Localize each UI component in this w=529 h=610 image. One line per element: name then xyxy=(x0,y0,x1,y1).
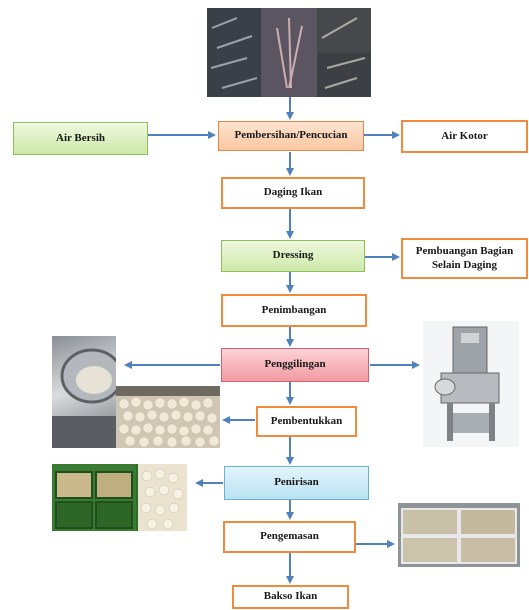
step-pembersihan: Pembersihan/Pencucian xyxy=(218,121,364,151)
step-daging-ikan-label: Daging Ikan xyxy=(263,186,323,199)
meatballs-tray-photo xyxy=(116,386,220,448)
step-pembentukkan-label: Pembentukkan xyxy=(270,414,343,427)
step-penirisan-label: Penirisan xyxy=(274,476,319,489)
step-penggilingan: Penggilingan xyxy=(221,348,369,382)
step-dressing-label: Dressing xyxy=(272,249,314,262)
step-penimbangan: Penimbangan xyxy=(221,294,367,327)
step-bakso-ikan: Bakso Ikan xyxy=(232,585,349,609)
step-air-bersih-label: Air Bersih xyxy=(56,131,105,144)
step-bakso-ikan-label: Bakso Ikan xyxy=(263,590,318,603)
step-pembersihan-label: Pembersihan/Pencucian xyxy=(234,129,348,142)
step-dressing: Dressing xyxy=(221,240,365,272)
step-penimbangan-label: Penimbangan xyxy=(261,303,327,316)
step-pengemasan-label: Pengemasan xyxy=(260,530,319,543)
grinder-bowl-photo xyxy=(52,336,116,448)
step-pembuangan-label: Pembuangan Bagian Selain Daging xyxy=(415,244,514,271)
packaging-photo xyxy=(398,503,520,567)
step-daging-ikan: Daging Ikan xyxy=(221,177,365,209)
step-pengemasan: Pengemasan xyxy=(223,521,356,553)
step-air-kotor-label: Air Kotor xyxy=(441,129,488,142)
step-penggilingan-label: Penggilingan xyxy=(264,358,326,371)
draining-crates-photo xyxy=(52,464,187,531)
step-pembuangan: Pembuangan Bagian Selain Daging xyxy=(401,238,528,279)
grinder-machine-photo xyxy=(423,321,519,447)
step-penirisan: Penirisan xyxy=(224,466,369,500)
step-air-kotor: Air Kotor xyxy=(401,120,528,153)
step-air-bersih: Air Bersih xyxy=(13,122,148,155)
fish-photo xyxy=(207,8,371,97)
step-pembentukkan: Pembentukkan xyxy=(256,406,357,437)
